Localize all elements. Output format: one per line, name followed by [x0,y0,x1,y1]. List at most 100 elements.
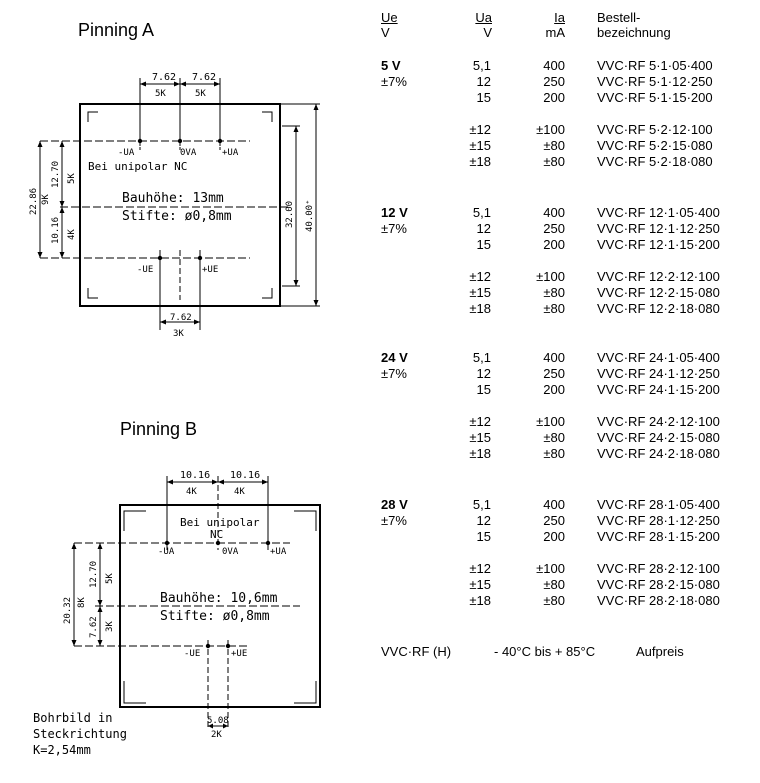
dim-b-top-1: 10.16 [180,470,210,481]
cell-order-code: VVC·RF 24·1·15·200 [597,382,720,397]
group-tolerance: ±7% [381,221,407,236]
svg-text:3K: 3K [105,621,115,632]
cell-order-code: VVC·RF 28·2·15·080 [597,577,720,592]
svg-text:8K: 8K [77,597,87,608]
cell-ia: 250 [543,366,565,381]
svg-text:4K: 4K [186,487,197,497]
svg-text:4K: 4K [234,487,245,497]
cell-ua: 5,1 [472,350,491,365]
cell-ia: 250 [543,74,565,89]
pinning-a-title: Pinning A [78,20,155,40]
svg-text:5K: 5K [105,573,115,584]
cell-ua: ±18 [469,593,491,608]
cell-order-code: VVC·RF 5·2·12·100 [597,122,713,137]
cell-order-code: VVC·RF 5·2·18·080 [597,154,713,169]
pin-b-0va: 0VA [222,547,239,557]
cell-ia: 400 [543,350,565,365]
pin-a-plus-ua: +UA [222,148,239,158]
cell-order-code: VVC·RF 28·2·18·080 [597,593,720,608]
dim-a-bottom: 7.62 [170,313,192,323]
cell-ua: ±18 [469,301,491,316]
cell-order-code: VVC·RF 5·1·05·400 [597,58,713,73]
cell-ia: 400 [543,497,565,512]
cell-ia: ±80 [543,577,565,592]
cell-ua: 12 [476,221,491,236]
cell-order-code: VVC·RF 12·1·05·400 [597,205,720,220]
pinning-a-height: Bauhöhe: 13mm [122,191,224,206]
cell-order-code: VVC·RF 5·1·12·250 [597,74,713,89]
group-ue: 12 V [381,205,408,220]
svg-text:9K: 9K [41,194,51,205]
cell-ua: 15 [476,382,491,397]
pinning-b-height: Bauhöhe: 10,6mm [160,591,278,606]
cell-ia: ±100 [536,561,565,576]
footnote-range: - 40°C bis + 85°C [494,644,596,659]
svg-text:5K: 5K [195,89,206,99]
cell-ia: 200 [543,529,565,544]
cell-order-code: VVC·RF 12·2·12·100 [597,269,720,284]
cell-ua: ±18 [469,446,491,461]
cell-ua: 5,1 [472,58,491,73]
cell-ua: ±12 [469,414,491,429]
svg-text:3K: 3K [173,329,184,339]
cell-order-code: VVC·RF 24·2·18·080 [597,446,720,461]
svg-text:5K: 5K [67,173,77,184]
cell-ia: 250 [543,513,565,528]
cell-ia: 400 [543,58,565,73]
cell-ia: ±80 [543,154,565,169]
cell-order-code: VVC·RF 24·2·15·080 [597,430,720,445]
cell-ia: ±100 [536,414,565,429]
svg-text:5K: 5K [155,89,166,99]
cell-ua: ±15 [469,138,491,153]
cell-order-code: VVC·RF 5·1·15·200 [597,90,713,105]
group-ue: 5 V [381,58,401,73]
pin-b-minus-ue: -UE [184,649,200,659]
cell-ua: 5,1 [472,205,491,220]
cell-ua: ±15 [469,577,491,592]
cell-ua: ±18 [469,154,491,169]
cell-ia: 400 [543,205,565,220]
dim-b-top-2: 10.16 [230,470,260,481]
dim-a-right-inner: 32.00 [285,201,295,228]
cell-ua: ±12 [469,122,491,137]
dim-a-left-lower: 10.16 [51,217,61,244]
cell-ua: 15 [476,237,491,252]
dim-b-left-lower: 7.62 [89,616,99,638]
dim-a-top-2: 7.62 [192,72,216,83]
cell-ia: ±80 [543,285,565,300]
cell-ua: ±15 [469,430,491,445]
cell-order-code: VVC·RF 28·1·05·400 [597,497,720,512]
dim-a-left-outer: 22.86 [29,188,39,215]
group-tolerance: ±7% [381,366,407,381]
cell-ua: ±15 [469,285,491,300]
pinning-a-note: Bei unipolar NC [88,160,187,173]
dim-b-left-upper: 12.70 [89,561,99,588]
cell-ua: 12 [476,74,491,89]
pinning-b-note: Bei unipolar [180,516,260,529]
cell-ia: ±100 [536,269,565,284]
svg-text:4K: 4K [67,229,77,240]
footnote-extra: Aufpreis [636,644,684,659]
group-ue: 28 V [381,497,408,512]
pin-a-minus-ue: -UE [137,265,153,275]
cell-ua: 12 [476,513,491,528]
cell-ia: 200 [543,237,565,252]
svg-text:2K: 2K [211,730,222,740]
cell-ia: ±80 [543,446,565,461]
cell-ua: ±12 [469,269,491,284]
pin-b-minus-ua: -UA [158,547,175,557]
cell-order-code: VVC·RF 5·2·15·080 [597,138,713,153]
pin-b-plus-ue: +UE [231,649,247,659]
cell-order-code: VVC·RF 28·2·12·100 [597,561,720,576]
dim-a-top-1: 7.62 [152,72,176,83]
cell-ua: 5,1 [472,497,491,512]
group-ue: 24 V [381,350,408,365]
cell-order-code: VVC·RF 24·1·12·250 [597,366,720,381]
cell-ia: ±100 [536,122,565,137]
cell-ia: ±80 [543,593,565,608]
cell-ia: 250 [543,221,565,236]
cell-order-code: VVC·RF 28·1·12·250 [597,513,720,528]
cell-ua: ±12 [469,561,491,576]
